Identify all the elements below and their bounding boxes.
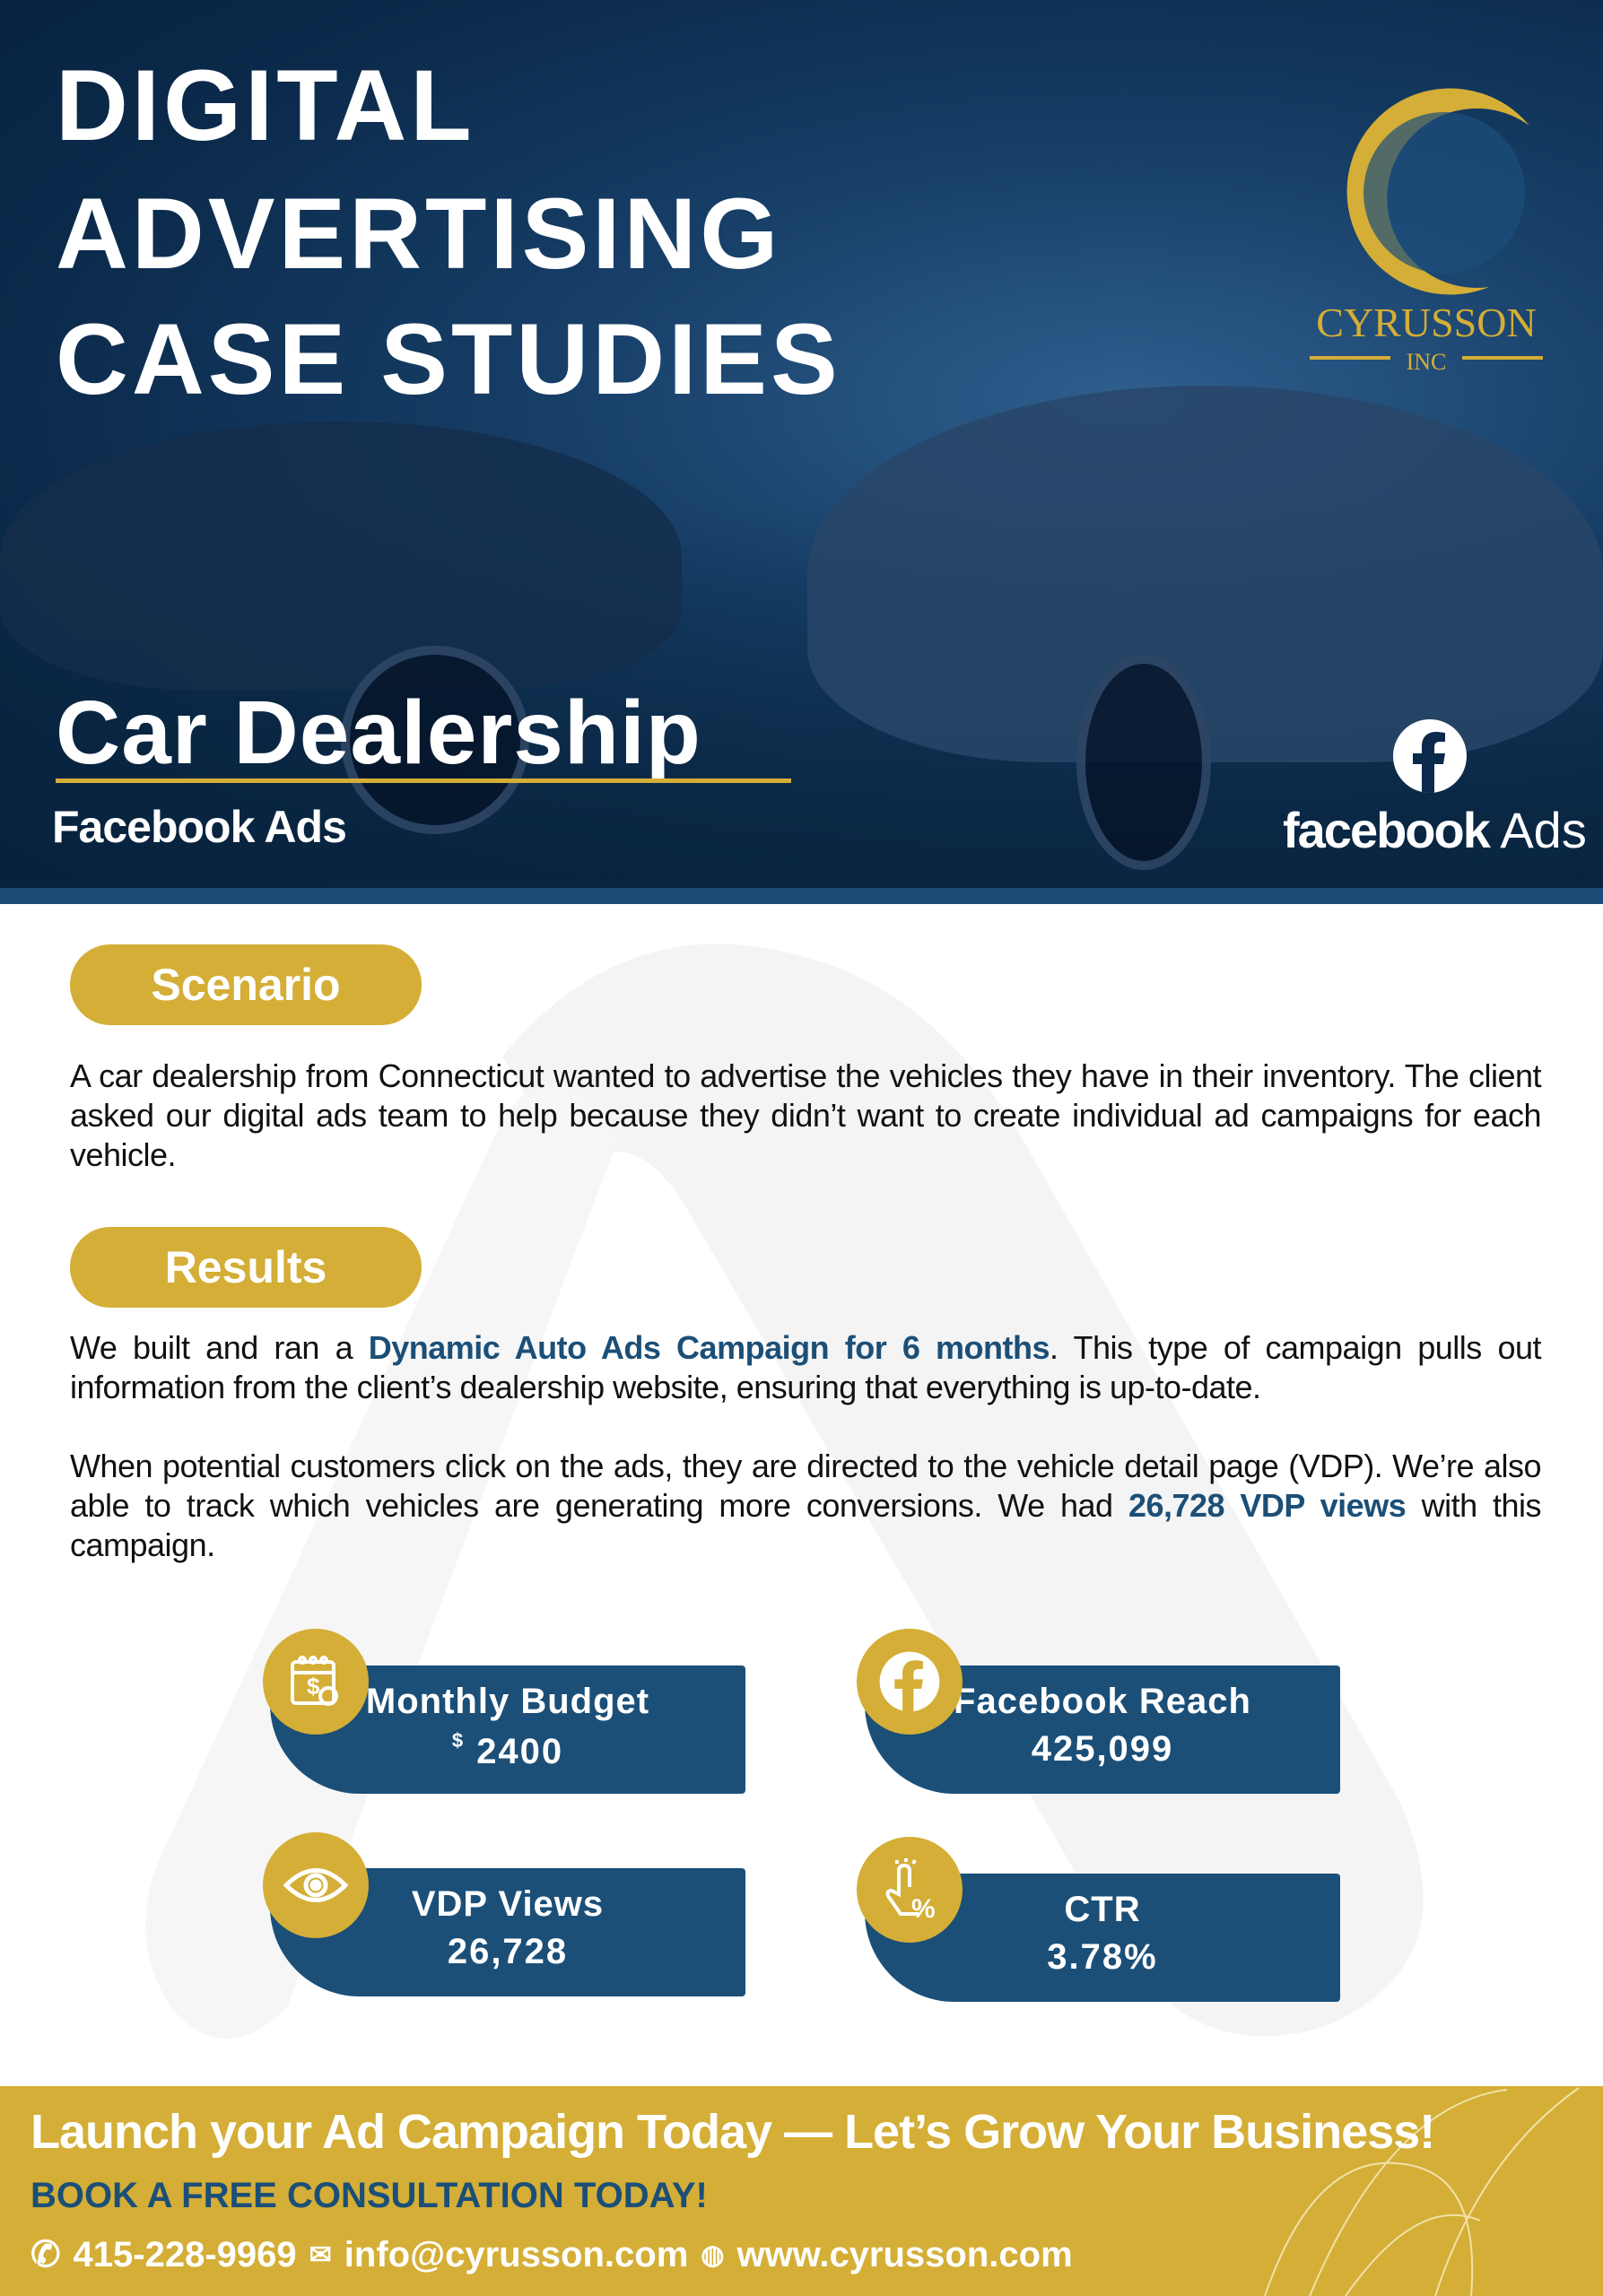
industry-title: Car Dealership: [56, 683, 701, 783]
results-paragraph-1: We built and ran a Dynamic Auto Ads Camp…: [70, 1329, 1542, 1405]
scenario-text: A car dealership from Connecticut wanted…: [70, 1057, 1542, 1173]
footer-headline: Launch your Ad Campaign Today — Let’s Gr…: [30, 2105, 1435, 2159]
car-wheel: [341, 646, 529, 834]
hero-stripe: [0, 888, 1603, 904]
email-link[interactable]: info@cyrusson.com: [344, 2234, 689, 2274]
title-line: CASE STUDIES: [56, 303, 841, 415]
hero-banner: DIGITAL ADVERTISING CASE STUDIES CYRUSSO…: [0, 0, 1603, 888]
car-image: [807, 386, 1603, 762]
car-image: [0, 422, 682, 691]
channel-subtitle: Facebook Ads: [52, 802, 347, 852]
cyrusson-logo: CYRUSSON INC: [1310, 45, 1543, 377]
svg-text:INC: INC: [1407, 349, 1447, 375]
facebook-icon: [1393, 719, 1467, 793]
results-heading: Results: [70, 1227, 422, 1308]
phone-link[interactable]: 415-228-9969: [73, 2234, 297, 2274]
book-consultation-link[interactable]: BOOK A FREE CONSULTATION TODAY!: [30, 2176, 708, 2215]
globe-icon: ◍: [701, 2239, 725, 2270]
contact-info: ✆ 415-228-9969 ✉ info@cyrusson.com ◍ www…: [30, 2234, 1073, 2275]
facebook-icon: [857, 1629, 963, 1735]
email-icon: ✉: [309, 2239, 332, 2270]
stat-card-monthly-budget: Monthly Budget $ 2400: [270, 1665, 745, 1794]
stat-card-facebook-reach: Facebook Reach 425,099: [865, 1665, 1340, 1794]
calendar-dollar-icon: $: [263, 1629, 369, 1735]
facebook-ads-logo: facebook Ads: [1283, 802, 1587, 858]
results-paragraph-2: When potential customers click on the ad…: [70, 1448, 1542, 1563]
svg-text:$: $: [307, 1673, 320, 1700]
stat-card-ctr: CTR 3.78%: [865, 1874, 1340, 2002]
title-underline: [56, 778, 791, 783]
website-link[interactable]: www.cyrusson.com: [736, 2234, 1073, 2274]
footer-cta: Launch your Ad Campaign Today — Let’s Gr…: [0, 2086, 1603, 2296]
eye-icon: [263, 1832, 369, 1938]
click-percent-icon: %: [857, 1837, 963, 1943]
title-line: DIGITAL: [56, 49, 475, 161]
car-wheel: [1076, 655, 1211, 870]
title-line: ADVERTISING: [56, 178, 782, 290]
svg-text:%: %: [911, 1894, 936, 1921]
stat-card-vdp-views: VDP Views 26,728: [270, 1868, 745, 1996]
svg-text:CYRUSSON: CYRUSSON: [1316, 300, 1536, 345]
phone-icon: ✆: [30, 2235, 61, 2274]
scenario-heading: Scenario: [70, 944, 422, 1025]
decorative-arcs: [1264, 2087, 1580, 2296]
